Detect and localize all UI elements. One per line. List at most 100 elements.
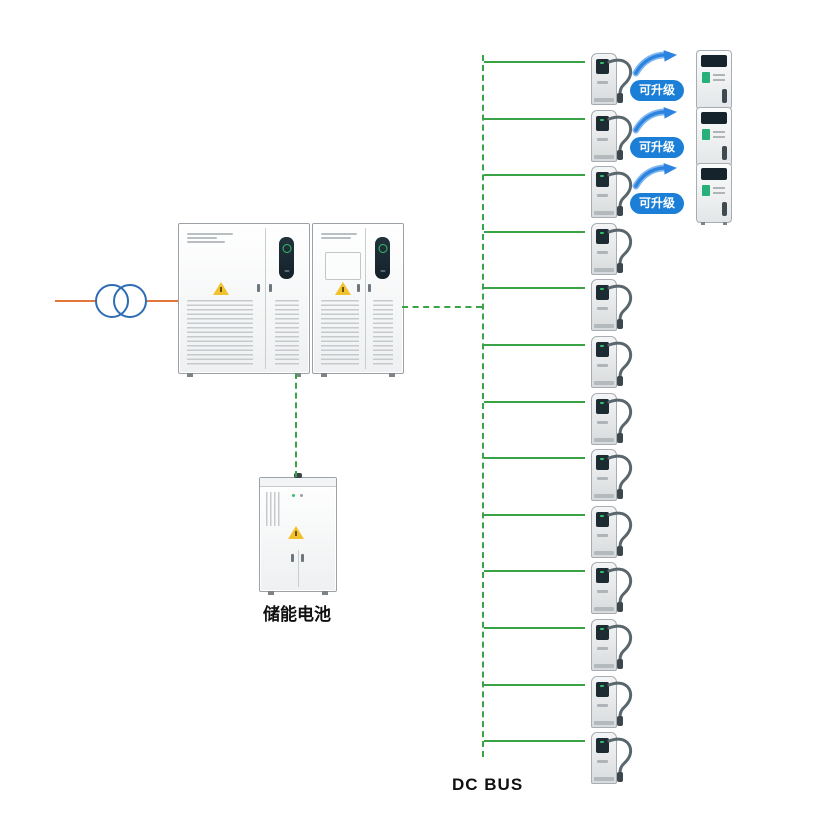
charging-pile-slot xyxy=(597,307,608,311)
charging-pile-icon xyxy=(591,51,637,107)
charging-pile-icon xyxy=(591,164,637,220)
storage-battery-cabinet xyxy=(259,477,337,595)
charging-pile-icon xyxy=(591,447,637,503)
cabinet-to-battery-wire xyxy=(295,373,297,477)
cabinet-display-module xyxy=(279,237,294,279)
upgrade-badge: 可升级 xyxy=(630,80,685,101)
charging-terminal-icon xyxy=(696,106,732,169)
charging-pile-icon xyxy=(591,730,637,786)
charging-pile-slot xyxy=(597,590,608,594)
door-handle xyxy=(368,284,371,292)
charging-pile-screen xyxy=(596,568,609,584)
charging-pile-body xyxy=(591,619,617,671)
dc-branch-line xyxy=(484,740,585,743)
dc-branch-line xyxy=(484,174,585,177)
upgrade-arrow-icon xyxy=(632,50,678,77)
charging-cable-icon xyxy=(607,624,633,669)
cabinet-inset-panel xyxy=(325,252,361,280)
transformer-icon xyxy=(55,284,178,318)
charging-cable-icon xyxy=(607,285,633,330)
vent-grille xyxy=(187,300,253,366)
terminal-vent xyxy=(713,74,725,76)
terminal-handle xyxy=(722,145,727,160)
dc-branch-line xyxy=(484,344,585,346)
charging-pile-screen xyxy=(596,625,609,640)
charging-pile-slot xyxy=(597,477,608,481)
status-ring-icon xyxy=(378,244,387,253)
charging-pile-slot xyxy=(597,364,608,367)
charging-cable-icon xyxy=(607,398,633,443)
charging-pile-slot xyxy=(597,250,608,254)
terminal-screen xyxy=(701,111,727,124)
charging-terminal-icon xyxy=(696,50,732,112)
charging-pile-icon xyxy=(591,674,637,730)
charging-pile-icon xyxy=(591,560,637,616)
charging-pile-body xyxy=(591,732,617,785)
door-handle xyxy=(257,284,260,292)
dc-branch-line xyxy=(484,287,585,290)
terminal-handle xyxy=(722,202,727,217)
charging-terminal-icon xyxy=(696,163,732,226)
dc-branch-line xyxy=(484,230,585,233)
charging-pile-screen xyxy=(596,285,609,301)
cabinet-nameplate-text xyxy=(321,233,357,239)
charging-pile-screen xyxy=(596,681,609,697)
cabinet-nameplate-text xyxy=(187,233,233,243)
upgrade-option-group: 可升级 xyxy=(630,106,734,181)
charging-pile-icon xyxy=(591,391,637,447)
warning-triangle-icon xyxy=(213,282,229,295)
charging-pile-screen xyxy=(596,59,609,74)
charging-cable-icon xyxy=(607,341,633,386)
charging-pile-slot xyxy=(597,533,608,537)
charging-pile-screen xyxy=(596,455,609,471)
power-cabinet-main xyxy=(178,223,310,377)
vent-grille xyxy=(321,300,359,366)
charging-pile-body xyxy=(591,449,617,502)
charging-cable-icon xyxy=(607,568,633,613)
upgrade-option-group: 可升级 xyxy=(630,163,734,237)
door-handle xyxy=(291,554,294,562)
charging-pile-icon xyxy=(591,221,637,277)
charging-pile-screen xyxy=(596,398,609,414)
charging-pile-screen xyxy=(596,342,609,357)
status-led-icon xyxy=(300,494,303,497)
charging-cable-icon xyxy=(607,228,633,273)
dc-bus-line xyxy=(482,55,484,757)
upgrade-badge: 可升级 xyxy=(630,136,685,158)
charging-pile-screen xyxy=(596,738,609,754)
dc-branch-line xyxy=(484,570,585,573)
charging-cable-icon xyxy=(607,737,633,783)
dc-branch-line xyxy=(484,457,585,460)
dc-branch-line xyxy=(484,683,585,686)
status-led-icon xyxy=(292,494,295,497)
dc-branch-line xyxy=(484,513,585,516)
warning-triangle-icon xyxy=(335,282,351,295)
charging-pile-icon xyxy=(591,334,637,390)
storage-battery-label: 储能电池 xyxy=(263,605,331,624)
status-ring-icon xyxy=(282,244,291,253)
upgrade-arrow-icon xyxy=(632,106,678,134)
upgrade-arrow-icon xyxy=(632,163,678,190)
terminal-vent xyxy=(713,187,725,190)
dc-bus-label: DC BUS xyxy=(452,775,524,794)
battery-top-connector xyxy=(260,478,336,487)
charging-pile-screen xyxy=(596,115,609,131)
charging-pile-slot xyxy=(597,703,608,707)
charging-pile-screen xyxy=(596,511,609,527)
charging-pile-slot xyxy=(597,420,608,424)
vent-grille xyxy=(266,492,282,526)
charging-pile-slot xyxy=(597,81,608,84)
charging-cable-icon xyxy=(607,511,633,556)
terminal-indicator xyxy=(702,72,710,83)
door-handle xyxy=(269,284,272,292)
vent-grille xyxy=(373,300,393,366)
charging-pile-icon xyxy=(591,504,637,560)
terminal-indicator xyxy=(702,185,710,197)
dc-branch-line xyxy=(484,400,585,403)
upgrade-badge: 可升级 xyxy=(630,193,685,215)
charging-cable-icon xyxy=(607,681,633,726)
cabinet-door-seam xyxy=(265,228,266,369)
charging-cable-icon xyxy=(607,454,633,500)
charging-cable-icon xyxy=(607,171,633,217)
terminal-vent xyxy=(713,130,725,133)
